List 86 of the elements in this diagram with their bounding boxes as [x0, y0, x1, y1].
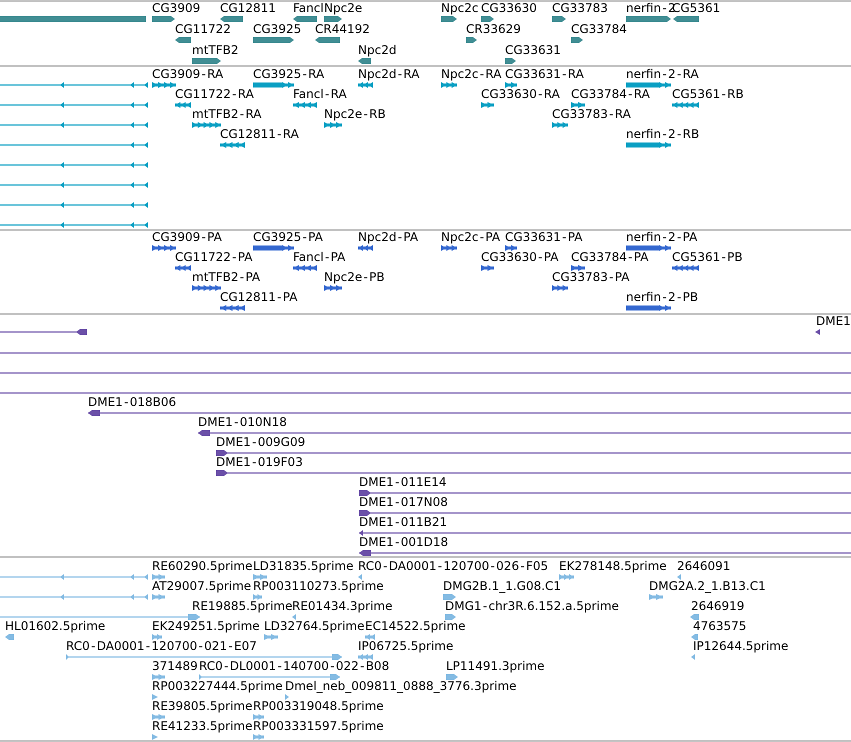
- feature-label: CG33784: [571, 22, 627, 36]
- feature-label: Npc2e-RB: [324, 107, 386, 121]
- feature-label: RC0-DL0001-140700-022-B08: [199, 659, 390, 673]
- feature-label: CG33784-RA: [571, 87, 650, 101]
- feature-label: IP12644.5prime: [693, 639, 788, 653]
- feature-label: CG5361-PB: [672, 250, 743, 264]
- feature-label: RE01434.3prime: [292, 599, 392, 613]
- feature-label: CG33630-PA: [481, 250, 558, 264]
- feature-label: HL01602.5prime: [5, 619, 106, 633]
- feature-label: RE41233.5prime: [152, 719, 252, 733]
- feature-label: DMG2B.1_1.G08.C1: [443, 579, 562, 593]
- feature-label: CG3909-RA: [152, 67, 224, 81]
- feature-label: CG12811: [220, 1, 276, 15]
- feature-label: LD32764.5prime: [264, 619, 365, 633]
- feature-label: RP003110273.5prime: [253, 579, 384, 593]
- feature-label: DME1-001D18: [359, 535, 448, 549]
- feature-label: Fancl-PA: [293, 250, 346, 264]
- feature-label: EC14522.5prime: [365, 619, 466, 633]
- feature-label: CG33631-PA: [505, 230, 582, 244]
- feature-label: CG33631-RA: [505, 67, 584, 81]
- feature-label: CG12811-PA: [220, 290, 298, 304]
- feature-label: RP003319048.5prime: [253, 699, 384, 713]
- feature-label: Dmel_neb_009811_0888_3776.3prime: [285, 679, 517, 693]
- feature-label: EK278148.5prime: [559, 559, 667, 573]
- feature-label: DMG1-chr3R.6.152.a.5prime: [445, 599, 619, 613]
- feature-label: CG33631: [505, 43, 561, 57]
- feature-label: DME1-011E14: [359, 475, 447, 489]
- feature-label: mtTFB2: [192, 43, 238, 57]
- feature-label: EK249251.5prime: [152, 619, 260, 633]
- feature-label: nerfin-2-RB: [626, 127, 700, 141]
- feature-label: CG12811-RA: [220, 127, 299, 141]
- feature-label: DMG2A.2_1.B13.C1: [649, 579, 766, 593]
- feature-label: RE19885.5prime: [192, 599, 292, 613]
- feature-label: CG11722: [175, 22, 231, 36]
- feature-label: mtTFB2-RA: [192, 107, 262, 121]
- feature-label: CG33630: [481, 1, 537, 15]
- feature-label: DME1-009G09: [216, 435, 306, 449]
- feature-label: Npc2c-RA: [441, 67, 502, 81]
- feature-label: Npc2c-PA: [441, 230, 500, 244]
- feature-label: Npc2d-PA: [358, 230, 418, 244]
- feature-label: Fancl-RA: [293, 87, 347, 101]
- feature-label: 2646919: [691, 599, 744, 613]
- feature-label: CG3925: [253, 22, 302, 36]
- feature-label: DME1-017N08: [359, 495, 448, 509]
- feature-label: DME1-010N18: [198, 415, 287, 429]
- feature-label: CG3909: [152, 1, 200, 15]
- feature-label: RE39805.5prime: [152, 699, 252, 713]
- feature-label: RE60290.5prime: [152, 559, 252, 573]
- feature-label: IP06725.5prime: [358, 639, 454, 653]
- feature-label: Npc2c: [441, 1, 478, 15]
- feature-label: Npc2d: [358, 43, 396, 57]
- feature-label: Npc2e-PB: [324, 270, 385, 284]
- feature-label: Npc2e: [324, 1, 362, 15]
- feature-label: RP003331597.5prime: [253, 719, 384, 733]
- feature-label: 4763575: [693, 619, 746, 633]
- feature-label: CG33783: [552, 1, 608, 15]
- feature-label: CG3909-PA: [152, 230, 222, 244]
- feature-label: CG33630-RA: [481, 87, 560, 101]
- feature-label: RC0-DA0001-120700-026-F05: [358, 559, 548, 573]
- feature-label: CG3925-RA: [253, 67, 324, 81]
- feature-label: AT29007.5prime: [152, 579, 252, 593]
- feature-label: RC0-DA0001-120700-021-E07: [66, 639, 257, 653]
- feature-label: 2646091: [677, 559, 730, 573]
- feature-label: nerfin-2-PA: [626, 230, 698, 244]
- feature-label: DME1-018B06: [88, 395, 176, 409]
- feature-label: CG5361-RB: [672, 87, 744, 101]
- feature-label: DME1-011B21: [359, 515, 448, 529]
- feature-label: CR44192: [315, 22, 370, 36]
- feature-label: CR33629: [466, 22, 521, 36]
- feature-label: CG33783-PA: [552, 270, 630, 284]
- feature-label: nerfin-2-RA: [626, 67, 699, 81]
- feature-label: Npc2d-RA: [358, 67, 420, 81]
- feature-label: CG11722-RA: [175, 87, 254, 101]
- feature-label: LD31835.5prime: [253, 559, 354, 573]
- feature-label: RP003227444.5prime: [152, 679, 283, 693]
- feature-label: LP11491.3prime: [446, 659, 545, 673]
- feature-label: DME1-019F03: [216, 455, 303, 469]
- feature-label: CG33783-RA: [552, 107, 631, 121]
- feature-label: Fancl: [293, 1, 324, 15]
- feature-label: DME1: [816, 314, 851, 328]
- feature-label: mtTFB2-PA: [192, 270, 260, 284]
- feature-label: nerfin-2-PB: [626, 290, 698, 304]
- feature-label: 371489: [152, 659, 198, 673]
- feature-label: CG33784-PA: [571, 250, 648, 264]
- feature-label: CG3925-PA: [253, 230, 323, 244]
- feature-label: CG11722-PA: [175, 250, 252, 264]
